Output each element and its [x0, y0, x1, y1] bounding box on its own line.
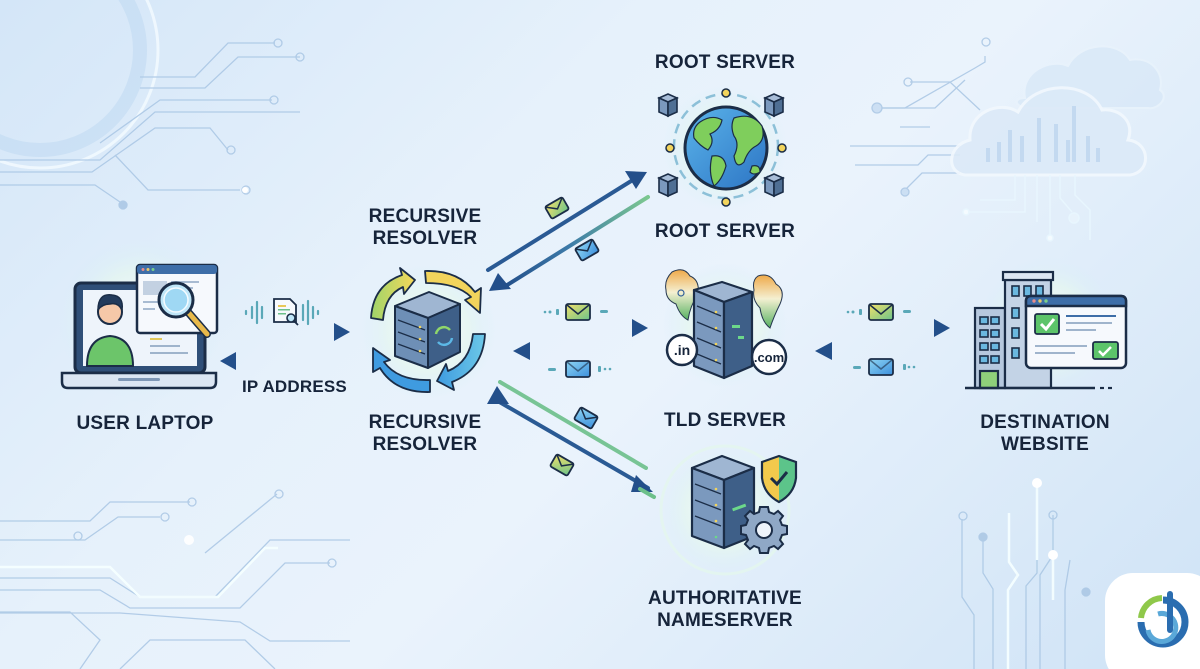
- tld-badge-in-label: .in: [674, 342, 690, 358]
- recursive-resolver-bottom-line-1: RECURSIVE: [368, 412, 482, 433]
- user-laptop-node: [58, 238, 222, 402]
- brand-logo: [1105, 573, 1200, 669]
- authoritative-nameserver-label: AUTHORITATIVE NAMESERVER: [630, 588, 820, 632]
- background-glow-lines: [0, 483, 1055, 669]
- envelope-icon: [868, 358, 894, 376]
- document-search-icon: [273, 298, 299, 326]
- envelope-icon: [565, 303, 591, 321]
- india-map-icon: [665, 269, 783, 329]
- envelope-icon: [868, 303, 894, 321]
- magnifier-icon: [157, 281, 211, 338]
- shield-check-icon: [760, 454, 798, 504]
- building-icon: [965, 270, 1112, 390]
- edge-resolver-root: [486, 171, 650, 291]
- laptop-icon: [60, 263, 219, 390]
- globe-icon: [683, 105, 769, 191]
- server-icon: [394, 291, 461, 369]
- tld-server-label: TLD SERVER: [663, 410, 786, 431]
- background-sparkles: [184, 187, 1058, 560]
- cycle-arrows-icon: [370, 267, 486, 393]
- tld-badge-in: .in: [665, 333, 699, 367]
- authoritative-nameserver-line-2: NAMESERVER: [657, 610, 793, 631]
- recursive-resolver-node: [360, 263, 496, 399]
- edge-resolver-tld: [510, 303, 648, 378]
- server-rack-icons: [657, 93, 785, 198]
- cloud-icon: [950, 45, 1165, 242]
- destination-website-line-2: WEBSITE: [1001, 434, 1089, 455]
- edge-resolver-authoritative: [487, 380, 656, 499]
- tld-badge-com-label: .com: [754, 350, 784, 365]
- envelope-icon: [574, 238, 600, 262]
- tld-server-node: .in .com: [663, 263, 788, 387]
- envelope-icon: [565, 360, 591, 378]
- authoritative-nameserver-node: [659, 444, 798, 576]
- root-server-node: [657, 86, 787, 210]
- gear-icon: [740, 506, 788, 554]
- envelope-icon: [549, 453, 575, 477]
- destination-website-label: DESTINATION WEBSITE: [960, 412, 1130, 456]
- server-icon: [692, 280, 754, 380]
- website-window-icon: [1024, 294, 1128, 370]
- ip-address-label: IP ADDRESS: [242, 377, 347, 396]
- sound-wave-icon: [244, 299, 320, 326]
- user-laptop-label: USER LAPTOP: [76, 413, 214, 434]
- user-avatar-icon: [85, 294, 135, 367]
- envelope-icon: [573, 406, 599, 430]
- envelope-icon: [544, 196, 570, 220]
- recursive-resolver-bottom-label: RECURSIVE RESOLVER: [355, 412, 495, 456]
- recursive-resolver-top-line-2: RESOLVER: [372, 228, 478, 249]
- tld-badge-com: .com: [750, 338, 788, 376]
- recursive-resolver-top-label: RECURSIVE RESOLVER: [355, 206, 495, 250]
- network-node-dots: [665, 88, 787, 207]
- authoritative-nameserver-line-1: AUTHORITATIVE: [648, 588, 802, 609]
- root-server-top-label: ROOT SERVER: [654, 52, 796, 73]
- edge-tld-destination: [813, 303, 952, 376]
- destination-website-node: [965, 257, 1128, 393]
- destination-website-line-1: DESTINATION: [980, 412, 1110, 433]
- root-server-bottom-label: ROOT SERVER: [654, 221, 796, 242]
- edge-laptop-resolver: [220, 298, 353, 370]
- recursive-resolver-bottom-line-2: RESOLVER: [372, 434, 478, 455]
- recursive-resolver-top-line-1: RECURSIVE: [368, 206, 482, 227]
